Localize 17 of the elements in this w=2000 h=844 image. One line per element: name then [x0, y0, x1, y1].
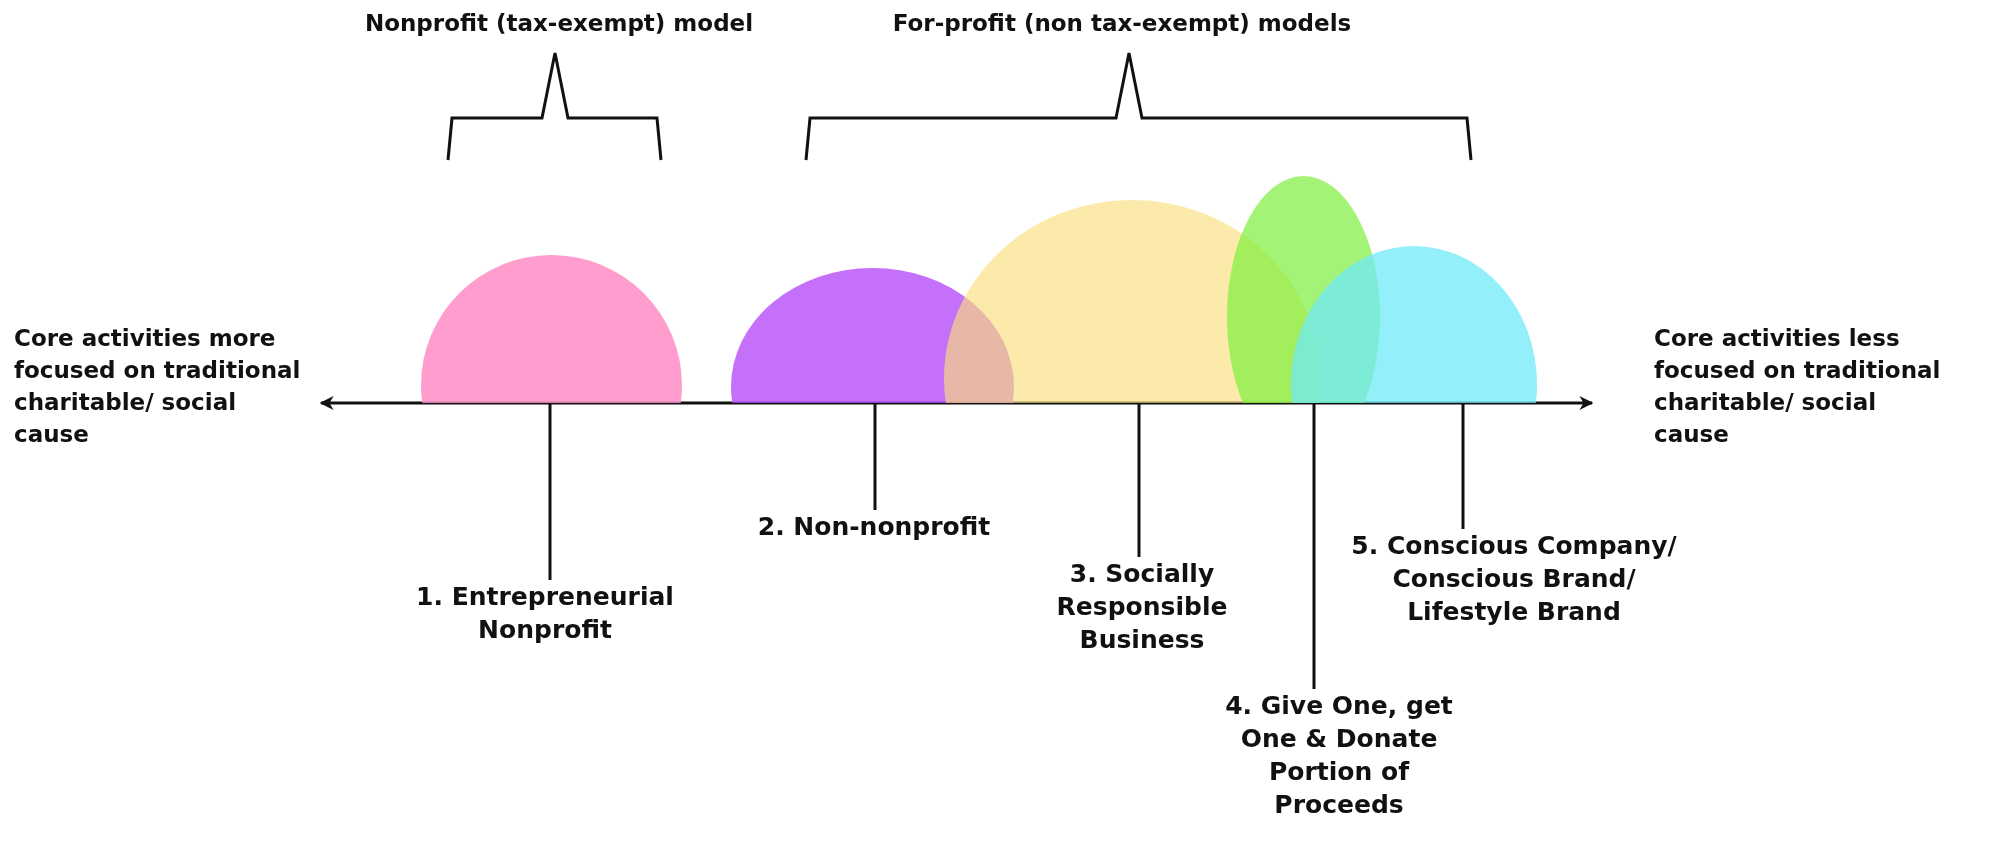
axis-end-label: Core activities more focused on traditional charitable/ social cause: [14, 324, 302, 449]
axis-end-label: Core activities less focused on traditional charitable/ social cause: [1654, 324, 1942, 449]
dome-shape: [1291, 246, 1537, 403]
dome-shape: [421, 255, 682, 403]
model-label: 4. Give One, get One & Donate Portion of Proceeds: [1214, 689, 1464, 821]
leader-line: [873, 403, 877, 510]
leader-line: [1312, 403, 1316, 689]
model-label: 3. Socially Responsible Business: [1027, 557, 1257, 656]
leader-line: [1461, 403, 1465, 529]
dome-shape: [731, 268, 1014, 403]
model-label: 1. Entrepreneurial Nonprofit: [390, 580, 700, 646]
group-heading: For-profit (non tax-exempt) models: [892, 10, 1352, 36]
model-label: 2. Non-nonprofit: [714, 510, 1034, 543]
model-label: 5. Conscious Company/ Conscious Brand/ Lifestyle Brand: [1329, 529, 1699, 628]
group-heading: Nonprofit (tax-exempt) model: [364, 10, 754, 36]
leader-line: [1137, 403, 1141, 557]
leader-line: [548, 403, 552, 580]
